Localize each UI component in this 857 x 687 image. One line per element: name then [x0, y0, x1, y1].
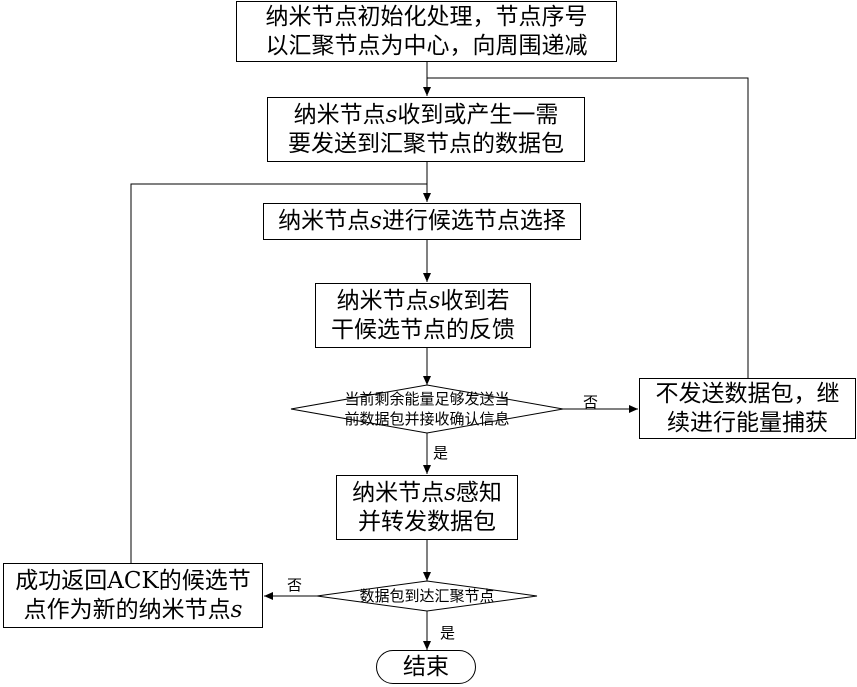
ack-box: 成功返回ACK的候选节 点作为新的纳米节点s [3, 563, 263, 628]
forward-post: 感知 [456, 480, 502, 506]
end-label: 结束 [403, 653, 449, 682]
forward-box: 纳米节点s感知 并转发数据包 [336, 475, 518, 540]
feedback-line2: 干候选节点的反馈 [331, 316, 515, 345]
no-send-line1: 不发送数据包，继 [656, 380, 840, 409]
select-pre: 纳米节点 [278, 208, 370, 234]
no-label-energy: 否 [583, 391, 598, 412]
yes-label-energy: 是 [433, 442, 448, 463]
arrive-check-text: 数据包到达汇聚节点 [327, 581, 527, 611]
forward-pre: 纳米节点 [352, 480, 444, 506]
ack-line2-pre: 点作为新的纳米节点 [24, 597, 231, 623]
yes-label-arrive: 是 [440, 622, 455, 643]
select-var: s [370, 208, 382, 234]
receive-post: 收到或产生一需 [397, 102, 558, 128]
receive-var: s [386, 102, 398, 128]
no-label-arrive: 否 [287, 574, 302, 595]
arrive-check-label: 数据包到达汇聚节点 [359, 586, 494, 606]
forward-var: s [444, 480, 456, 506]
energy-check-text: 当前剩余能量足够发送当 前数据包并接收确认信息 [300, 385, 554, 433]
select-post: 进行候选节点选择 [382, 208, 566, 234]
feedback-pre: 纳米节点 [337, 288, 429, 314]
init-line1: 纳米节点初始化处理，节点序号 [266, 3, 588, 32]
energy-check-line1: 当前剩余能量足够发送当 [344, 389, 509, 409]
init-line2: 以汇聚节点为中心，向周围递减 [266, 32, 588, 61]
no-send-box: 不发送数据包，继 续进行能量捕获 [639, 378, 856, 439]
no-send-line2: 续进行能量捕获 [656, 409, 840, 438]
energy-check-line2: 前数据包并接收确认信息 [344, 409, 509, 429]
end-terminal: 结束 [376, 650, 476, 684]
select-box: 纳米节点s进行候选节点选择 [263, 203, 581, 240]
feedback-box: 纳米节点s收到若 干候选节点的反馈 [315, 283, 531, 348]
ack-var: s [231, 597, 243, 623]
receive-pre: 纳米节点 [294, 102, 386, 128]
forward-line2: 并转发数据包 [352, 508, 502, 537]
feedback-post: 收到若 [440, 288, 509, 314]
feedback-var: s [429, 288, 441, 314]
receive-box: 纳米节点s收到或产生一需 要发送到汇聚节点的数据包 [267, 97, 585, 162]
receive-line2: 要发送到汇聚节点的数据包 [288, 130, 564, 159]
init-box: 纳米节点初始化处理，节点序号 以汇聚节点为中心，向周围递减 [236, 1, 617, 62]
ack-line1: 成功返回ACK的候选节 [15, 567, 250, 596]
